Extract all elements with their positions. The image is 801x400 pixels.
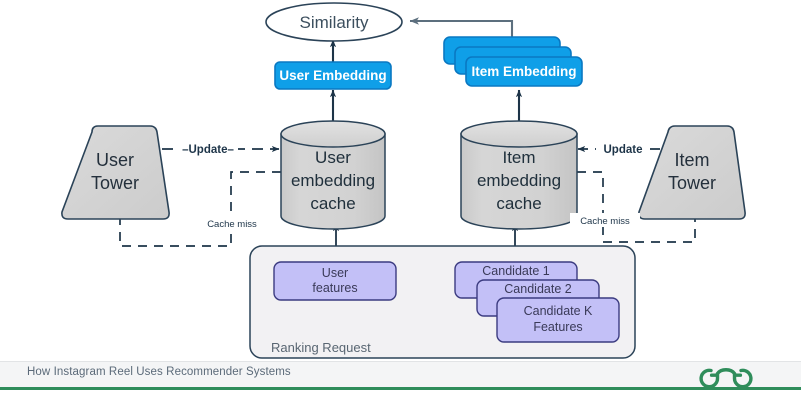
item-tower-label-line1: Item — [674, 150, 709, 170]
item-tower-node[interactable]: Item Tower — [638, 125, 746, 220]
user-embedding-node[interactable]: User Embedding — [274, 61, 392, 90]
candidate-k-label-line2: Features — [533, 320, 582, 334]
user-embedding-cache-node[interactable]: User embedding cache — [280, 120, 386, 230]
edge-item-cache-miss — [577, 171, 699, 243]
similarity-node[interactable]: Similarity — [265, 2, 403, 42]
user-cache-miss-label: Cache miss — [207, 219, 257, 230]
user-cache-label-line1: User — [315, 148, 351, 167]
user-cache-miss-label-group: Cache miss — [197, 216, 267, 230]
candidate-1-label-line1: Candidate 1 — [482, 264, 549, 278]
item-update-label-group: Update — [596, 140, 650, 157]
footer-caption: How Instagram Reel Uses Recommender Syst… — [27, 366, 291, 378]
candidate-2-label-line1: Candidate 2 — [504, 282, 571, 296]
item-cache-label-line3: cache — [496, 194, 541, 213]
user-features-label-line2: features — [312, 281, 357, 295]
item-embedding-label: Item Embedding — [471, 64, 576, 79]
user-tower-label-line1: User — [96, 150, 134, 170]
user-cache-label-line2: embedding — [291, 171, 375, 190]
item-update-label: Update — [604, 144, 643, 156]
item-cache-label-line1: Item — [502, 148, 535, 167]
candidate-k-label-line1: Candidate K — [524, 304, 593, 318]
user-update-label: –Update– — [182, 144, 234, 156]
item-tower-label-line2: Tower — [668, 173, 716, 193]
item-cache-miss-label-group: Cache miss — [570, 213, 640, 227]
candidate-k-node[interactable]: Candidate K Features — [496, 297, 620, 343]
geeksforgeeks-logo — [693, 357, 759, 391]
item-embedding-stack[interactable]: Item Embedding — [443, 36, 583, 87]
item-embedding-cache-node[interactable]: Item embedding cache — [460, 120, 578, 230]
footer-bar — [0, 361, 801, 389]
user-features-node[interactable]: User features — [273, 261, 397, 301]
user-cache-label-line3: cache — [310, 194, 355, 213]
similarity-label: Similarity — [300, 13, 369, 32]
item-cache-miss-label: Cache miss — [580, 216, 630, 227]
ranking-request-label: Ranking Request — [271, 340, 371, 355]
footer-accent-rule — [0, 387, 801, 390]
user-embedding-label: User Embedding — [279, 68, 386, 83]
user-update-label-group: –Update– — [178, 140, 238, 157]
footer-bottom-spacer — [0, 390, 801, 400]
user-tower-label-line2: Tower — [91, 173, 139, 193]
user-tower-node[interactable]: User Tower — [61, 125, 170, 220]
item-cache-label-line2: embedding — [477, 171, 561, 190]
item-embedding-card-front — [465, 56, 583, 87]
edge-user-cache-miss — [116, 171, 281, 247]
user-features-label-line1: User — [322, 266, 348, 280]
